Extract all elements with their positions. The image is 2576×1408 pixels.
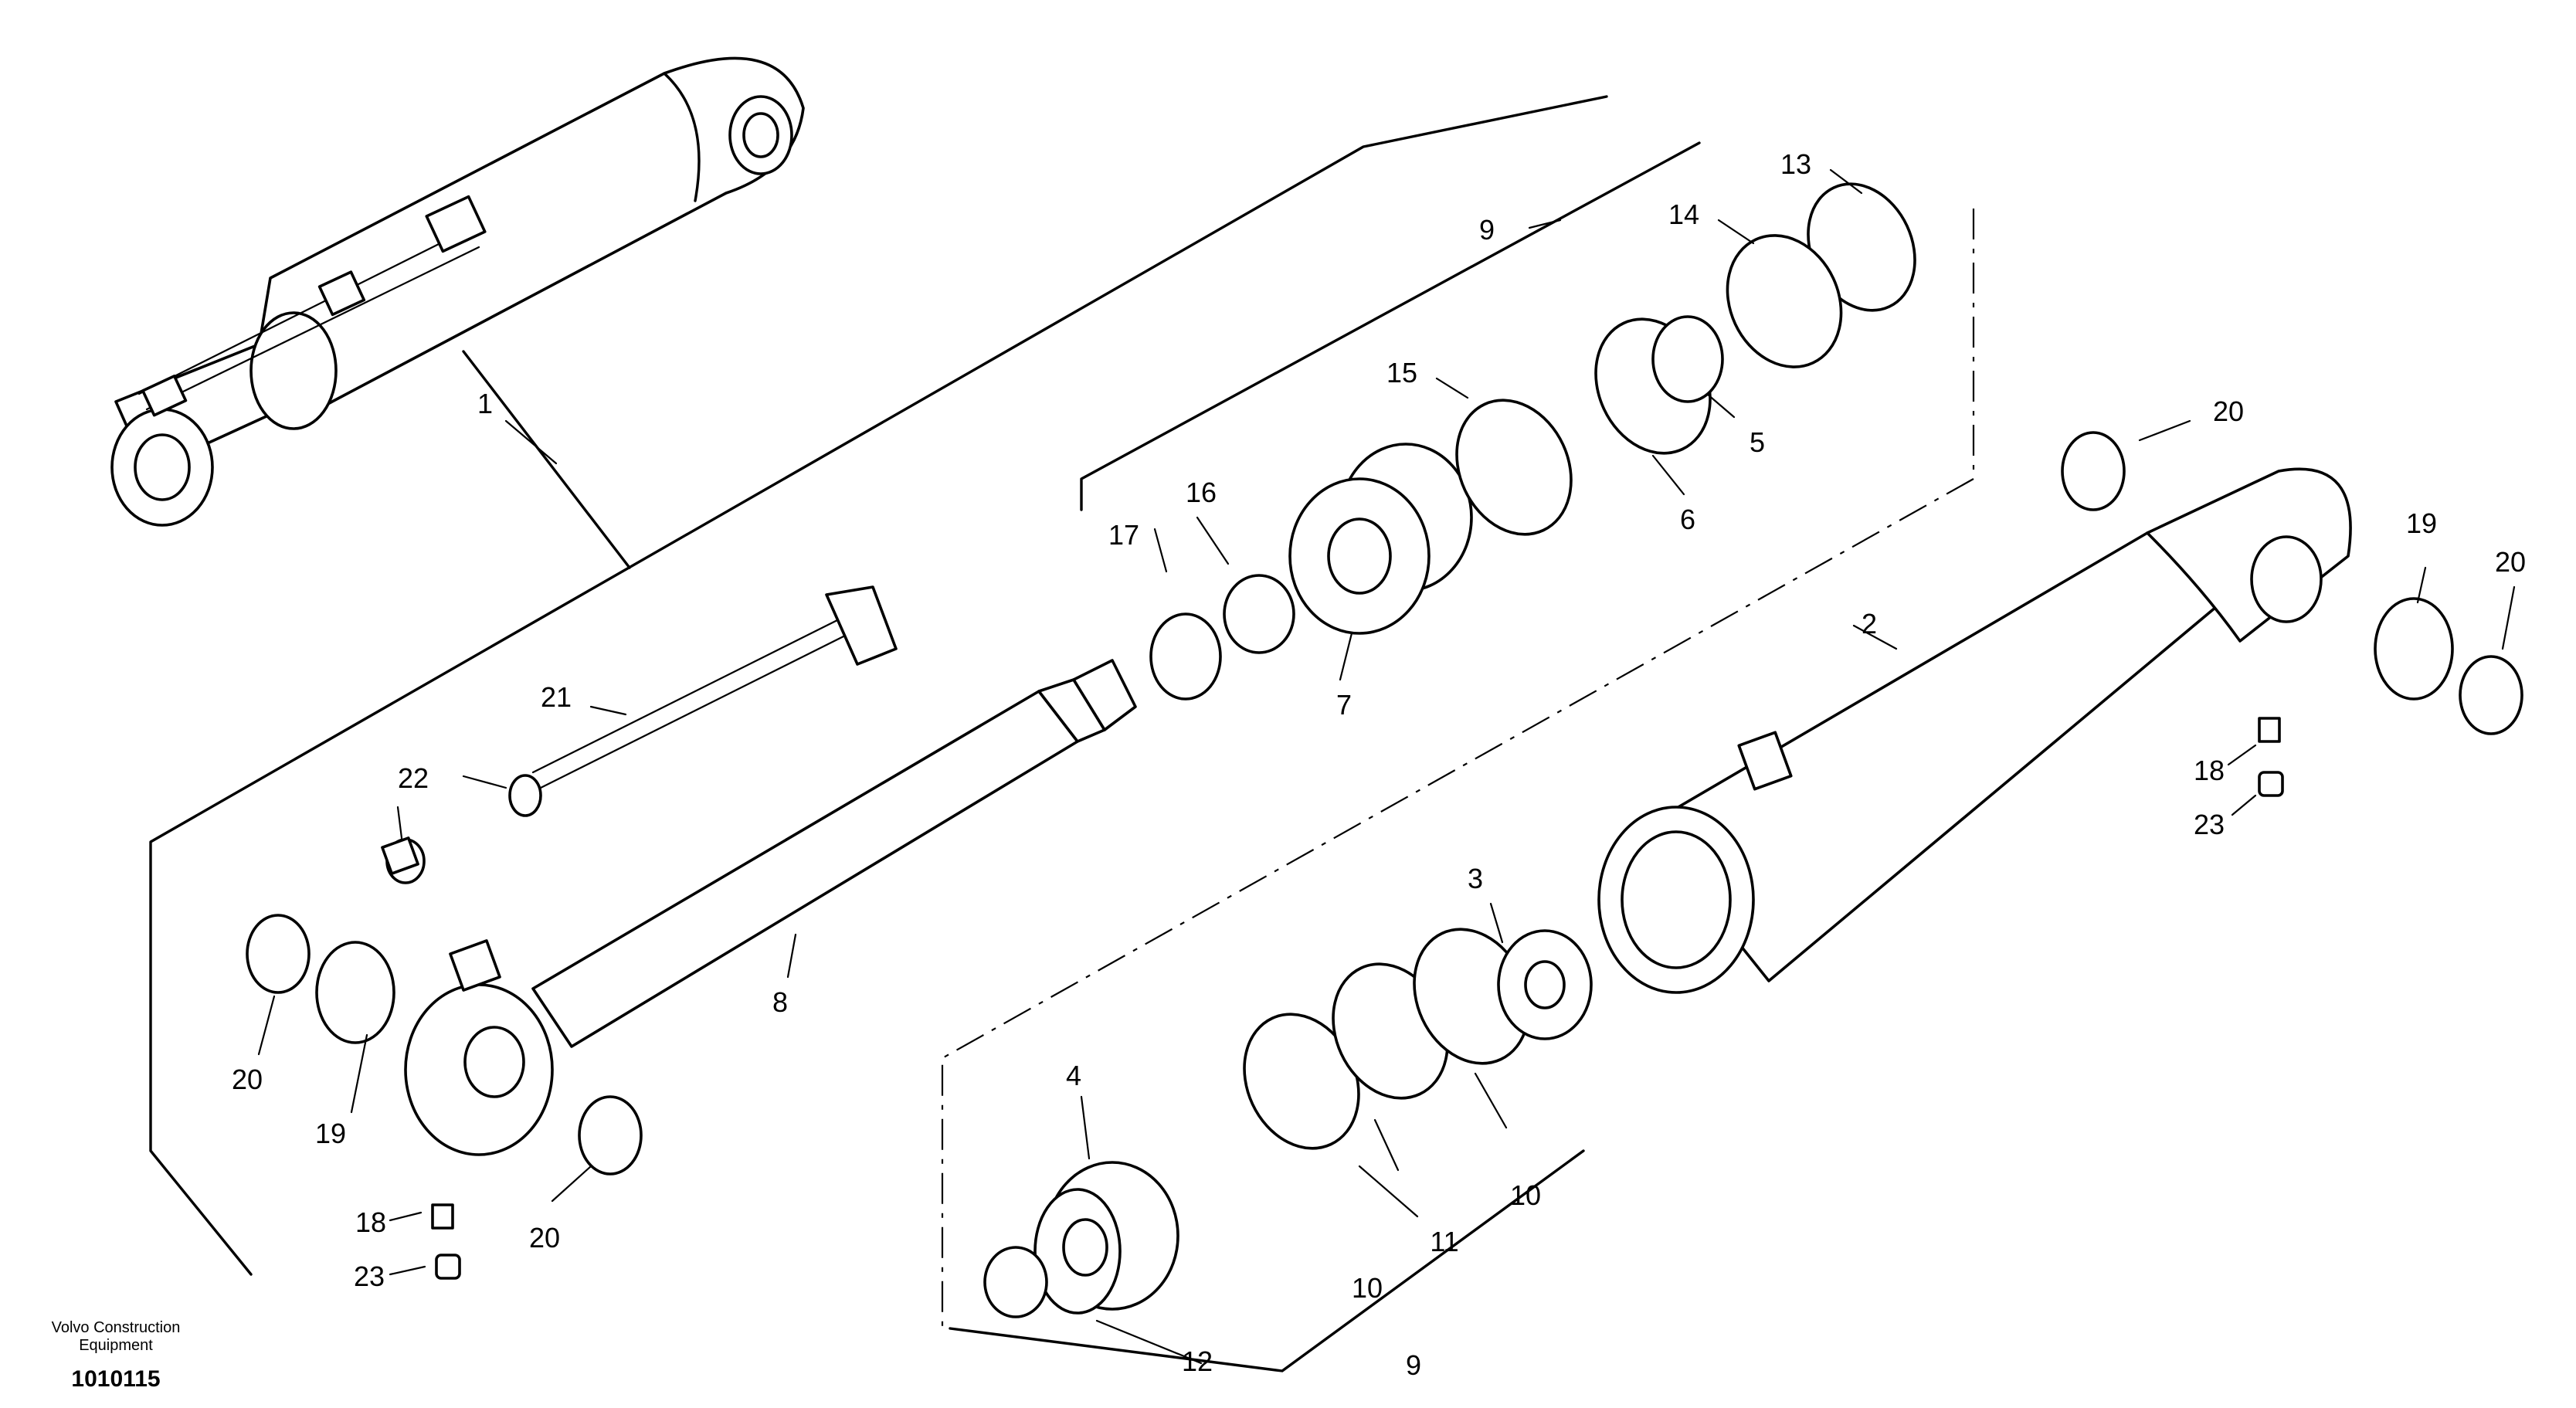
callout-11: 11	[1430, 1226, 1458, 1257]
callout-21: 21	[541, 681, 572, 713]
callout-12: 12	[1182, 1345, 1213, 1377]
callout-20a: 20	[2213, 395, 2244, 427]
callout-18a: 18	[2194, 755, 2225, 786]
cylinder-barrel	[1597, 467, 2352, 994]
callout-16: 16	[1186, 477, 1217, 508]
callout-9b: 9	[1406, 1349, 1421, 1381]
callout-4: 4	[1066, 1060, 1081, 1091]
callout-23b: 23	[354, 1260, 385, 1292]
assembled-cylinder-overview	[110, 56, 805, 569]
callout-5: 5	[1750, 426, 1765, 458]
callout-15: 15	[1386, 357, 1417, 388]
callout-19b: 19	[315, 1118, 346, 1149]
callout-18b: 18	[355, 1206, 386, 1238]
callout-1: 1	[477, 388, 493, 419]
group-frame-outline	[149, 95, 1608, 1276]
footer-brand: Volvo Construction Equipment 1010115	[52, 1319, 181, 1392]
callout-17: 17	[1108, 519, 1139, 551]
piston-rod	[404, 659, 1137, 1156]
callout-10a: 10	[1510, 1179, 1541, 1211]
callout-9a: 9	[1479, 214, 1495, 246]
callout-20b: 20	[2495, 546, 2526, 578]
callout-13: 13	[1780, 148, 1811, 180]
leader-lines	[257, 168, 2516, 1365]
callout-3: 3	[1468, 863, 1483, 894]
part-callouts: 1 2 3 4 5 6 7 8 9 9 10 10 11 12 13 14 15…	[232, 148, 2526, 1381]
callout-23a: 23	[2194, 809, 2225, 840]
callout-14: 14	[1668, 198, 1699, 230]
callout-10b: 10	[1352, 1272, 1383, 1304]
drawing-number: 1010115	[71, 1366, 160, 1392]
seal-rings	[983, 182, 1916, 1318]
assembly-boundary-dashed	[941, 209, 1975, 1328]
piston	[1033, 1161, 1179, 1315]
callout-8: 8	[772, 986, 788, 1018]
callout-20c: 20	[232, 1064, 263, 1095]
callout-20d: 20	[529, 1222, 560, 1254]
callout-2: 2	[1862, 608, 1877, 640]
brand-line-2: Equipment	[79, 1337, 153, 1354]
callout-19a: 19	[2406, 507, 2437, 539]
end-bushings	[246, 431, 2523, 1280]
callout-22: 22	[398, 762, 429, 794]
callout-7: 7	[1336, 689, 1352, 721]
gland	[1288, 443, 1473, 635]
brand-line-1: Volvo Construction	[52, 1319, 181, 1336]
callout-6: 6	[1680, 504, 1695, 535]
